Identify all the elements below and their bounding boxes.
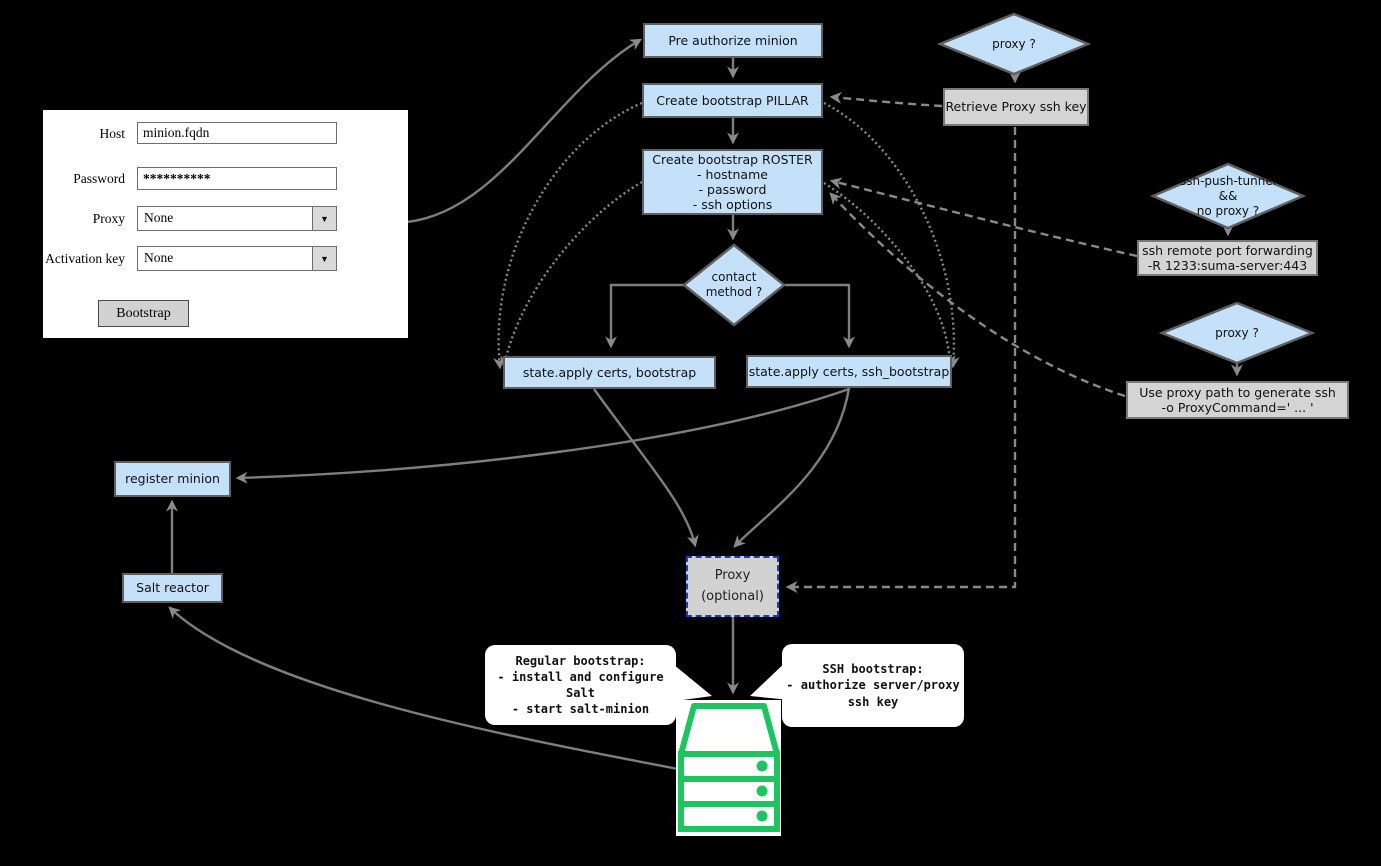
host-label: Host (99, 126, 125, 141)
ssh-bootstrap-callout-tail (750, 658, 790, 700)
node-use-proxy-path: Use proxy path to generate ssh -o ProxyC… (1126, 381, 1349, 419)
node-pre-authorize-minion: Pre authorize minion (643, 23, 823, 58)
bootstrap-button[interactable]: Bootstrap (98, 300, 189, 327)
server-led-3 (756, 810, 768, 822)
proxy-select-button[interactable]: ▼ (312, 207, 336, 230)
node-create-bootstrap-pillar: Create bootstrap PILLAR (642, 83, 823, 118)
contact-method-diamond (681, 243, 787, 327)
activation-key-select-value: None (144, 250, 174, 265)
proxy-select[interactable]: None ▼ (137, 206, 337, 231)
dropdown-arrow-icon: ▼ (320, 253, 329, 264)
bootstrap-form-panel: Host Password Proxy None ▼ Activation ke… (43, 110, 408, 338)
arrow-server-to-reactor (168, 606, 679, 771)
dashed-retrieve-to-pillar (829, 91, 943, 108)
server-top (678, 703, 780, 757)
arrow-contact-to-ssh-bootstrap (784, 283, 855, 349)
dotted-pillar-to-bootstrap (493, 101, 643, 370)
server-icon (676, 700, 781, 836)
activation-key-label: Activation key (45, 251, 125, 266)
arrow-bootstrap-to-proxy (593, 388, 699, 548)
ssh-bootstrap-callout: SSH bootstrap: - authorize server/proxy … (782, 644, 964, 727)
arrow-contact-to-bootstrap (605, 283, 684, 349)
proxy-label: Proxy (92, 211, 125, 226)
dotted-roster-to-ssh-bootstrap (823, 181, 956, 368)
dropdown-arrow-icon: ▼ (320, 213, 329, 224)
dashed-retrieve-to-proxybox (785, 127, 1017, 593)
regular-bootstrap-callout: Regular bootstrap: - install and configu… (485, 645, 676, 725)
proxy-question-top-diamond (936, 12, 1092, 76)
dashed-portforward-to-roster (829, 177, 1138, 258)
node-salt-reactor: Salt reactor (122, 573, 223, 603)
ssh-push-tunnel-diamond (1149, 162, 1307, 230)
activation-key-select-button[interactable]: ▼ (312, 247, 336, 270)
node-retrieve-proxy-ssh-key: Retrieve Proxy ssh key (943, 88, 1089, 126)
node-ssh-remote-port-forwarding: ssh remote port forwarding -R 1233:suma-… (1137, 240, 1318, 276)
node-register-minion: register minion (114, 461, 231, 497)
arrow-ssh-bootstrap-to-proxy (733, 387, 851, 548)
node-state-apply-ssh-bootstrap: state.apply certs, ssh_bootstrap (746, 355, 952, 388)
arrow-ssh-bootstrap-to-register (235, 387, 850, 484)
server-led-1 (756, 760, 768, 772)
activation-key-select[interactable]: None ▼ (137, 246, 337, 271)
regular-bootstrap-callout-tail (668, 660, 712, 702)
dotted-pillar-to-ssh-bootstrap (823, 101, 960, 369)
proxy-question-right-diamond (1158, 301, 1316, 365)
node-create-bootstrap-roster: Create bootstrap ROSTER - hostname - pas… (642, 149, 823, 215)
node-proxy-optional: Proxy (optional) (686, 556, 779, 617)
server-led-2 (756, 785, 768, 797)
dashed-useproxy-to-roster (829, 192, 1126, 398)
arrow-form-to-preauthorize (406, 38, 643, 224)
password-input[interactable] (137, 167, 337, 190)
dotted-roster-to-bootstrap (500, 180, 643, 369)
node-state-apply-bootstrap: state.apply certs, bootstrap (503, 356, 716, 389)
password-label: Password (73, 171, 125, 186)
proxy-select-value: None (144, 210, 174, 225)
host-input[interactable] (137, 122, 337, 144)
